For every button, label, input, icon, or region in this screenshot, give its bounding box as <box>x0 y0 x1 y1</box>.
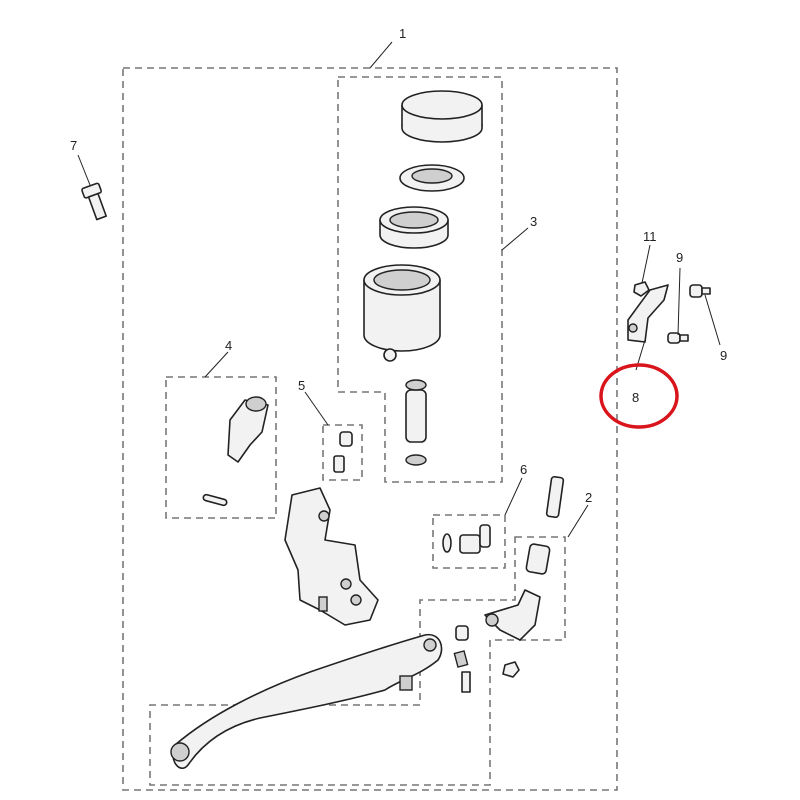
group-box-4 <box>165 376 277 519</box>
callout-7: 7 <box>70 138 77 153</box>
callout-8: 8 <box>632 390 639 405</box>
brake-lever <box>170 633 443 769</box>
part-2 <box>453 475 565 693</box>
callout-2: 2 <box>585 490 592 505</box>
callout-9-lower: 9 <box>720 348 727 363</box>
nut-11 <box>633 281 650 297</box>
group-box-5 <box>322 424 363 481</box>
bracket-8 <box>627 284 669 343</box>
callout-5: 5 <box>298 378 305 393</box>
callout-11: 11 <box>643 229 657 244</box>
master-cylinder-body <box>284 487 379 626</box>
bolt-9a <box>667 332 689 344</box>
part-5 <box>333 431 353 473</box>
highlight-circle <box>599 363 679 429</box>
group-box-3 <box>337 76 503 483</box>
part-6 <box>442 524 491 554</box>
group-box-2 <box>149 536 566 786</box>
bolt-9b <box>689 284 711 298</box>
callout-1: 1 <box>399 26 406 41</box>
part-4 <box>202 396 269 507</box>
group-box-6 <box>432 514 506 569</box>
bolt-7 <box>81 182 107 221</box>
reservoir-assembly <box>363 90 483 466</box>
callout-3: 3 <box>530 214 537 229</box>
callout-9-upper: 9 <box>676 250 683 265</box>
callout-6: 6 <box>520 462 527 477</box>
callout-4: 4 <box>225 338 232 353</box>
group-box-1 <box>122 67 618 791</box>
